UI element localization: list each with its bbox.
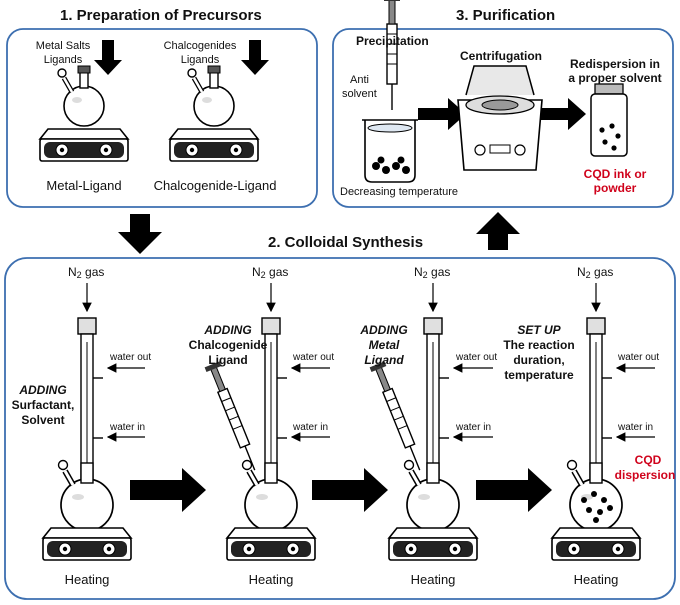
water-out-label-2: water out [293, 352, 335, 363]
step4-label-2: The reaction [503, 338, 575, 352]
n2-gas-label-1: N2 gas [68, 265, 105, 280]
step4-label-4: temperature [504, 368, 574, 382]
right-arrow-icon [476, 468, 552, 512]
big-down-arrow-icon [118, 214, 162, 254]
anti-solvent-label-1: Anti [350, 74, 369, 86]
step1-label-1: ADDING [19, 383, 67, 397]
cqd-ink-label-1: CQD ink or [583, 167, 647, 181]
down-arrow-icon [94, 40, 122, 75]
heating-label-4: Heating [573, 572, 619, 587]
right-arrow-icon [312, 468, 388, 512]
step4-label-1: SET UP [517, 323, 561, 337]
n2-gas-label-4: N2 gas [577, 265, 614, 280]
section3-title: 3. Purification [456, 7, 556, 24]
redispersion-label-1: Redispersion in [569, 57, 661, 71]
water-in-label-1: water in [110, 422, 146, 433]
step1-label-2: Surfactant, [11, 398, 75, 412]
chalcogenide-ligand-label: Chalcogenide-Ligand [153, 178, 277, 193]
vial-icon [590, 83, 628, 157]
panel-synthesis [4, 257, 676, 600]
centrifugation-label: Centrifugation [460, 49, 542, 63]
right-arrow-icon [540, 98, 586, 130]
step3-label-2: Metal [368, 338, 400, 352]
n2-gas-label-3: N2 gas [414, 265, 451, 280]
right-arrow-icon [418, 98, 466, 130]
step2-label-1: ADDING [204, 323, 252, 337]
cqd-dispersion-label-2: dispersion [614, 468, 676, 482]
step2-label-3: Ligand [208, 353, 248, 367]
heating-label-1: Heating [64, 572, 110, 587]
panel-purification [332, 28, 674, 208]
syringe-icon [383, 0, 401, 111]
water-out-label-4: water out [618, 352, 660, 363]
panel-preparation [6, 28, 318, 208]
step1-label-3: Solvent [21, 413, 65, 427]
centrifuge-icon [457, 65, 543, 171]
water-out-label-1: water out [110, 352, 152, 363]
heating-label-3: Heating [410, 572, 456, 587]
water-out-label-3: water out [456, 352, 498, 363]
section1-title: 1. Preparation of Precursors [60, 7, 262, 24]
metal-input-label-1: Metal Salts [35, 40, 91, 52]
anti-solvent-label-2: solvent [342, 88, 377, 100]
step4-label-3: duration, [513, 353, 565, 367]
step3-label-1: ADDING [360, 323, 408, 337]
beaker-icon [362, 119, 418, 183]
right-arrow-icon [130, 468, 206, 512]
metal-ligand-label: Metal-Ligand [46, 178, 122, 193]
water-in-label-3: water in [456, 422, 492, 433]
step2-label-2: Chalcogenide [188, 338, 268, 352]
water-in-label-4: water in [618, 422, 654, 433]
water-in-label-2: water in [293, 422, 329, 433]
chalco-input-label-2: Ligands [180, 54, 220, 66]
decreasing-temperature-label: Decreasing temperature [340, 186, 459, 198]
cqd-dispersion-label-1: CQD [634, 453, 662, 467]
step3-label-3: Ligand [364, 353, 404, 367]
chalco-input-label-1: Chalcogenides [163, 40, 237, 52]
section2-title: 2. Colloidal Synthesis [268, 234, 424, 251]
down-arrow-icon [241, 40, 269, 75]
redispersion-label-2: a proper solvent [568, 71, 662, 85]
cqd-ink-label-2: powder [593, 181, 637, 195]
big-up-arrow-icon [476, 212, 520, 250]
metal-input-label-2: Ligands [43, 54, 83, 66]
heating-label-2: Heating [248, 572, 294, 587]
n2-gas-label-2: N2 gas [252, 265, 289, 280]
precipitation-label: Precipitation [356, 34, 429, 48]
